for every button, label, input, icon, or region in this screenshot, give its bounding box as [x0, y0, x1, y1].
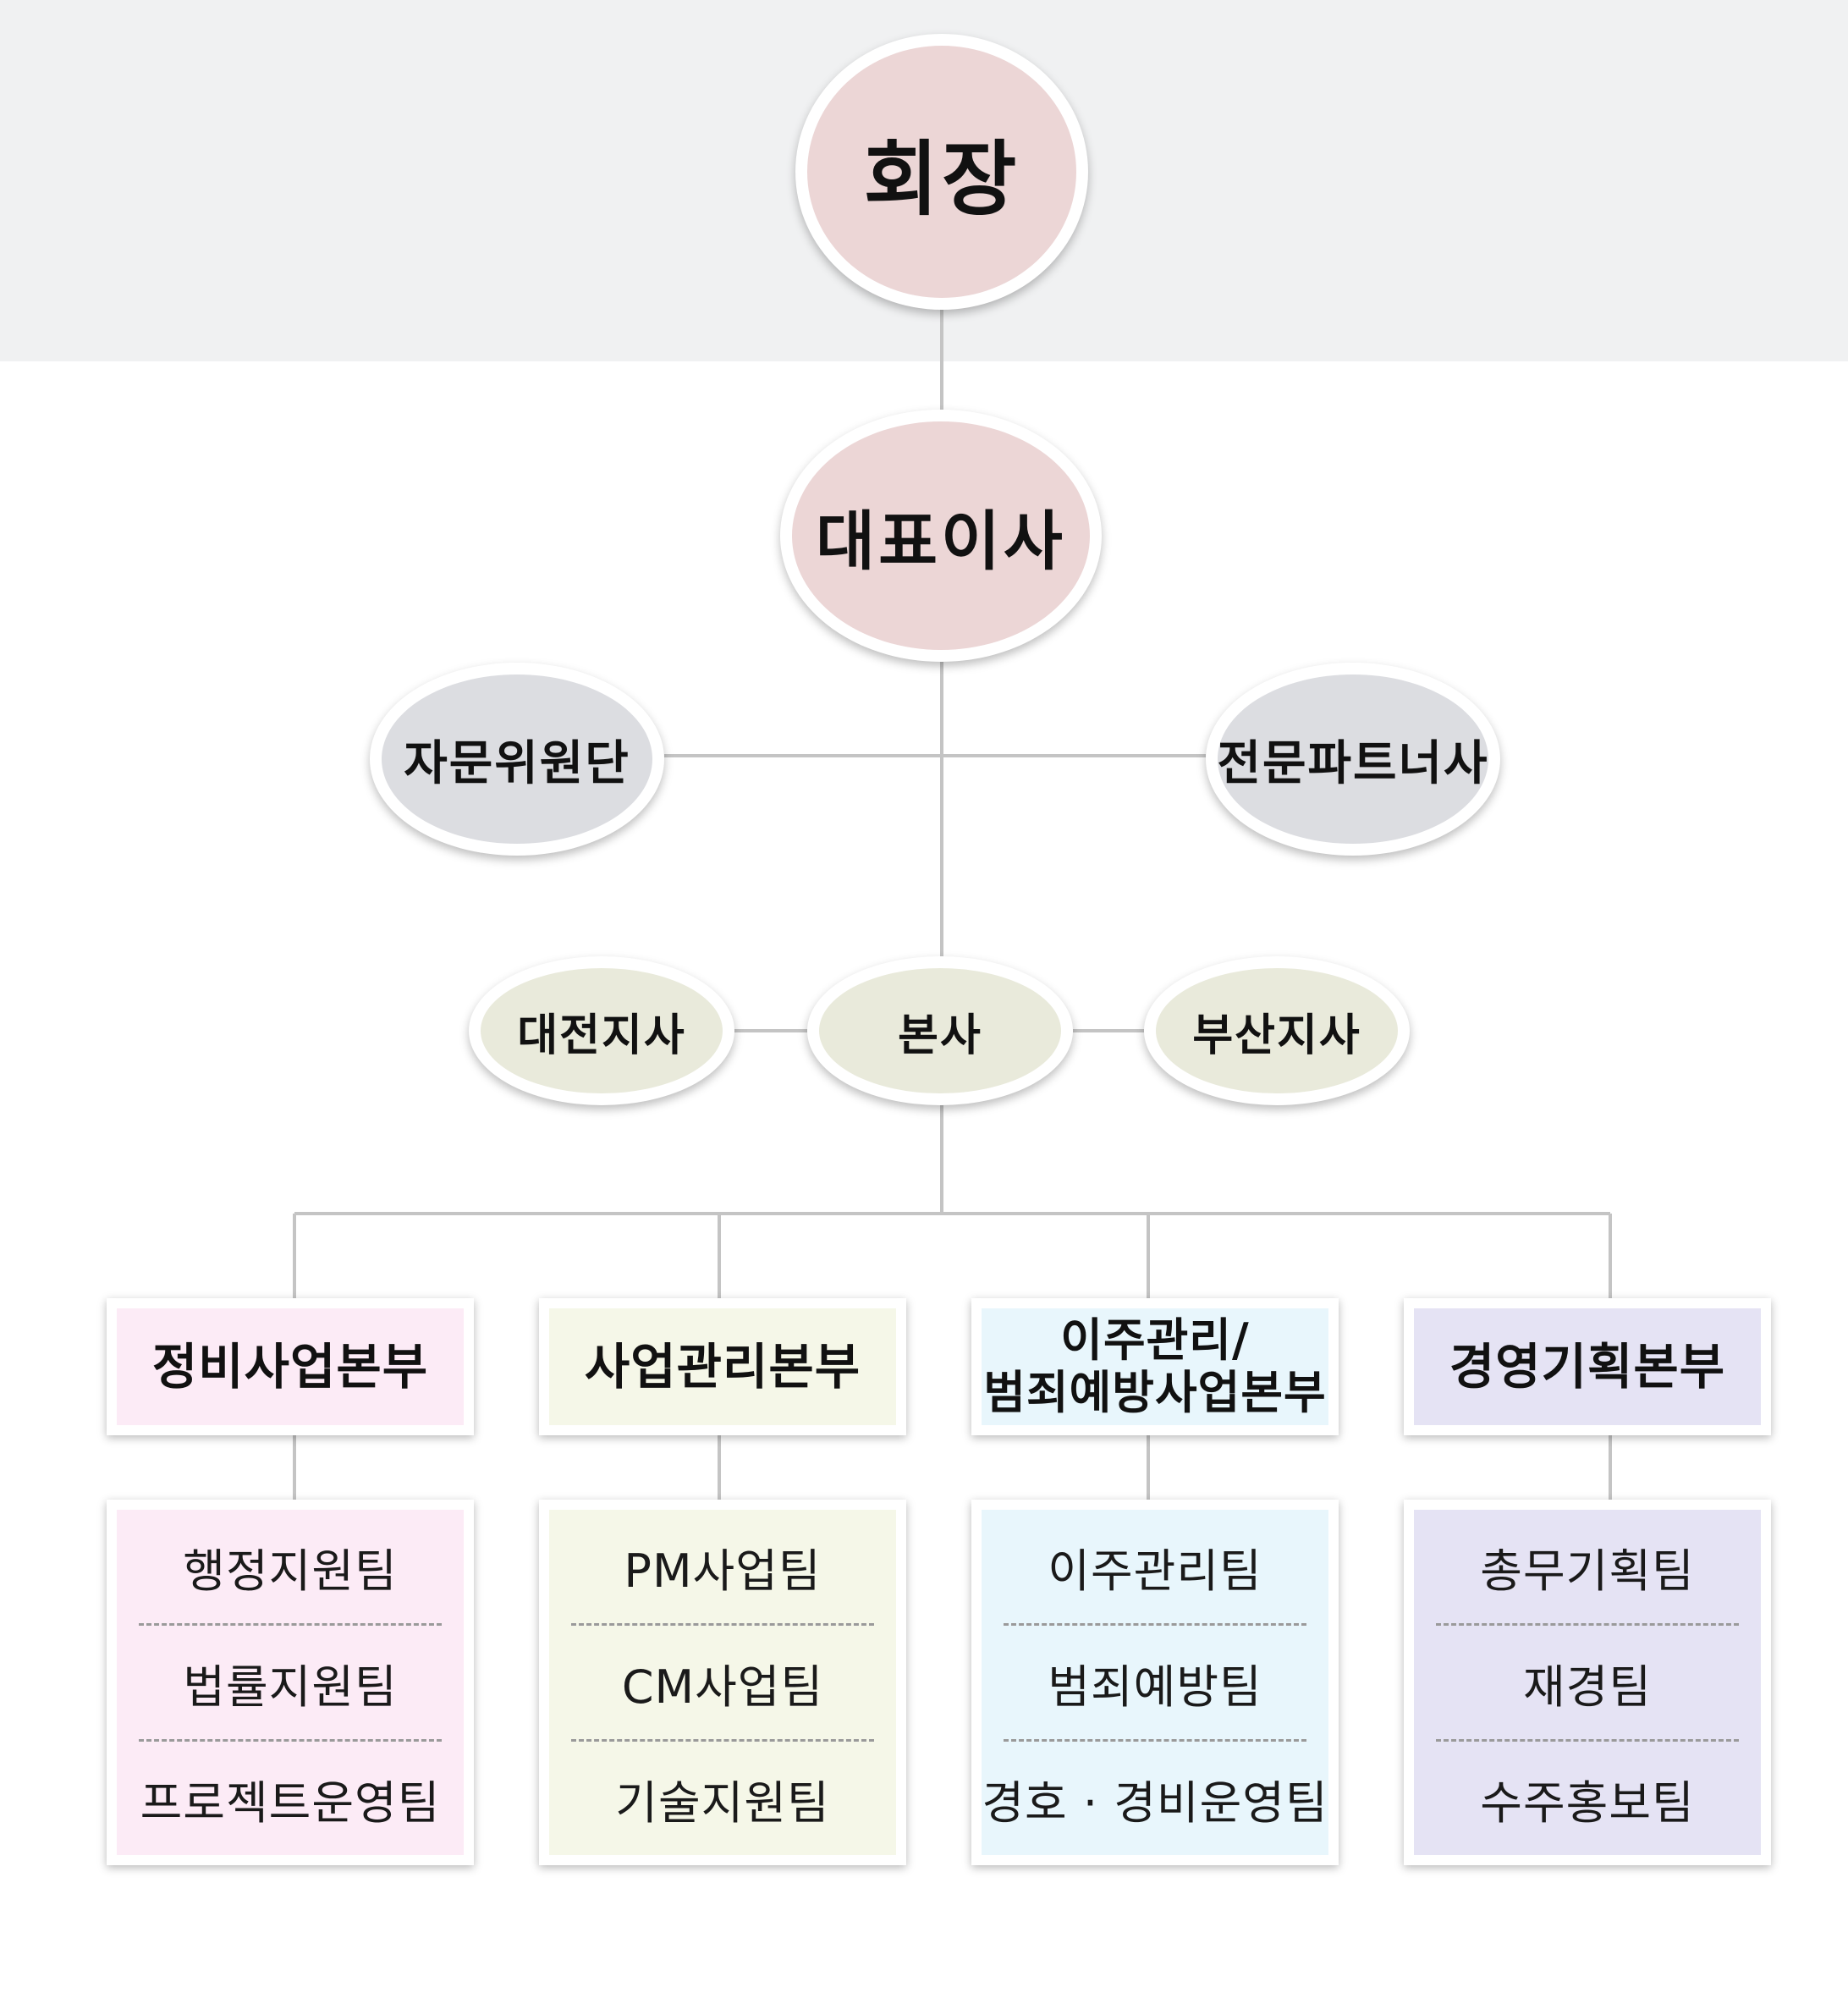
node-expert-partners: 전문파트너사: [1206, 663, 1500, 856]
division-label: 경영기획본부: [1449, 1338, 1726, 1396]
division-box: 정비사업본부: [107, 1298, 474, 1435]
team-item: 행정지원팀: [183, 1544, 398, 1598]
team-item: CM사업팀: [571, 1623, 874, 1739]
division-box: 이주관리/ 범죄예방사업본부: [971, 1298, 1339, 1435]
division-box: 사업관리본부: [539, 1298, 906, 1435]
node-chairman: 회장: [795, 34, 1088, 310]
team-item: 이주관리팀: [1048, 1544, 1262, 1598]
node-head-office: 본사: [807, 956, 1073, 1105]
team-item: 법률지원팀: [139, 1623, 442, 1739]
team-item: 총무기획팀: [1480, 1544, 1695, 1598]
node-busan-branch: 부산지사: [1144, 956, 1410, 1105]
team-item: 경호 · 경비운영팀: [982, 1739, 1328, 1855]
node-chairman-label: 회장: [863, 131, 1020, 227]
node-partners-label: 전문파트너사: [1217, 735, 1489, 791]
node-advisory-board: 자문위원단: [370, 663, 664, 856]
team-item: PM사업팀: [624, 1544, 822, 1598]
node-daejeon-label: 대전지사: [517, 1010, 686, 1061]
node-advisory-label: 자문위원단: [404, 735, 630, 791]
team-item: 프로젝트운영팀: [139, 1739, 442, 1855]
team-list: 이주관리팀 범죄예방팀 경호 · 경비운영팀: [971, 1500, 1339, 1865]
node-ceo-label: 대표이사: [816, 504, 1066, 579]
node-busan-label: 부산지사: [1192, 1010, 1361, 1061]
division-label: 사업관리본부: [584, 1338, 861, 1396]
division-label-line-2: 범죄예방사업본부: [983, 1366, 1327, 1419]
team-item: 범죄예방팀: [1004, 1623, 1306, 1739]
division-label-line-1: 이주관리/: [1060, 1313, 1250, 1367]
node-hq-label: 본사: [898, 1010, 982, 1061]
team-list: PM사업팀 CM사업팀 기술지원팀: [539, 1500, 906, 1865]
team-item: 수주홍보팀: [1436, 1739, 1739, 1855]
division-label: 정비사업본부: [151, 1338, 429, 1396]
node-ceo: 대표이사: [780, 410, 1102, 662]
team-list: 총무기획팀 재경팀 수주홍보팀: [1404, 1500, 1771, 1865]
division-box: 경영기획본부: [1404, 1298, 1771, 1435]
team-list: 행정지원팀 법률지원팀 프로젝트운영팀: [107, 1500, 474, 1865]
node-daejeon-branch: 대전지사: [469, 956, 734, 1105]
team-item: 재경팀: [1436, 1623, 1739, 1739]
team-item: 기술지원팀: [571, 1739, 874, 1855]
